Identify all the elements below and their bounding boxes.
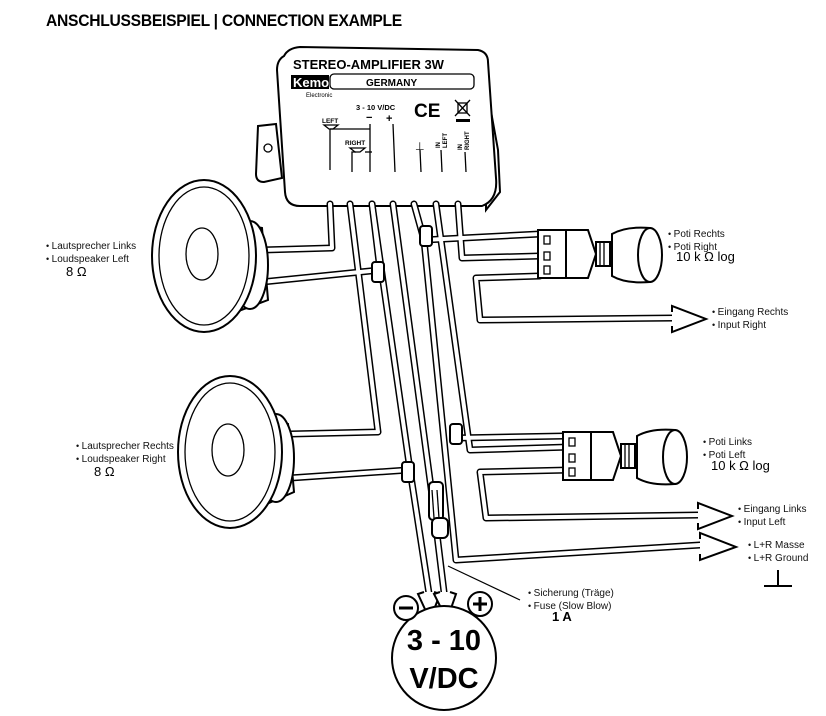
ground-label-de: L+R Masse — [748, 539, 808, 552]
poti-right-label-en: Poti Right — [668, 241, 725, 254]
input-right-label-de: Eingang Rechts — [712, 306, 789, 319]
t-junction — [419, 225, 433, 247]
poti-left-label: Poti Links Poti Left — [703, 436, 752, 462]
poti-right-value: 10 k Ω log — [676, 249, 735, 264]
wire-in-right-core — [456, 202, 542, 260]
potentiometer-left — [562, 428, 688, 486]
wire-input-right-core — [474, 274, 678, 322]
mounting-hole — [263, 143, 273, 153]
poti-left-label-en: Poti Left — [703, 449, 752, 462]
power-voltage: 3 - 10 — [407, 625, 481, 657]
t-junction — [449, 423, 463, 445]
supply-label: 3 - 10 V/DC — [356, 103, 396, 112]
ground-symbol-icon — [764, 570, 792, 587]
mounting-tab — [254, 122, 284, 184]
in-right-pin-label: IN — [458, 144, 464, 150]
speaker-left — [151, 179, 270, 333]
speaker-right — [177, 375, 296, 529]
ground-pin-symbol: ⊥ — [415, 141, 425, 153]
speaker-right-label: Lautsprecher Rechts Loudspeaker Right — [76, 440, 174, 466]
fuse-rating: 1 A — [552, 609, 572, 624]
ce-mark: CE — [414, 101, 440, 122]
speaker-left-label: Lautsprecher Links Loudspeaker Left — [46, 240, 137, 266]
fuse-label-en: Fuse (Slow Blow) — [528, 600, 614, 613]
wire-input-left-core — [478, 468, 702, 520]
plus-mark: + — [386, 113, 392, 125]
in-left-pin-label: IN — [436, 142, 442, 148]
weee-bin-icon — [454, 99, 471, 122]
wire-ground-core — [412, 202, 702, 562]
arrow-ground — [699, 531, 739, 562]
arrow-input-left — [697, 501, 735, 531]
wire-ground-poti-right-core — [422, 232, 542, 242]
ground-label: L+R Masse L+R Ground — [748, 539, 809, 565]
brand-badge — [291, 75, 329, 89]
ground-label-en: L+R Ground — [748, 552, 809, 565]
input-left-label-en: Input Left — [738, 516, 806, 529]
module-name: STEREO-AMPLIFIER 3W — [293, 57, 445, 72]
arrow-input-right — [671, 304, 709, 334]
in-right-pin-label-2: RIGHT — [465, 131, 471, 150]
wire-speaker-left-plus-core — [260, 202, 334, 252]
input-right-label-en: Input Right — [712, 319, 788, 332]
left-pin-label: LEFT — [322, 118, 338, 125]
power-supply-badge: 3 - 10 V/DC — [391, 591, 497, 711]
input-left-label: Eingang Links Input Left — [738, 503, 807, 529]
speaker-right-label-de: Lautsprecher Rechts — [76, 440, 174, 453]
power-unit: V/DC — [409, 663, 478, 695]
poti-left-label-de: Poti Links — [703, 436, 752, 449]
speaker-right-label-en: Loudspeaker Right — [76, 453, 174, 466]
country-label: GERMANY — [366, 78, 417, 89]
right-pin-label: RIGHT — [345, 140, 365, 147]
speaker-left-impedance: 8 Ω — [66, 264, 87, 279]
page-title: ANSCHLUSSBEISPIEL | CONNECTION EXAMPLE — [46, 11, 402, 30]
poti-right-label: Poti Rechts Poti Right — [668, 228, 725, 254]
t-junction — [371, 261, 385, 283]
poti-right-label-de: Poti Rechts — [668, 228, 725, 241]
speaker-left-label-de: Lautsprecher Links — [46, 240, 137, 253]
input-right-label: Eingang Rechts Input Right — [712, 306, 789, 332]
wire-in-right — [454, 200, 544, 262]
wiring — [258, 200, 739, 623]
wire-minus-left-core — [260, 202, 382, 284]
minus-mark: − — [366, 112, 372, 124]
speaker-symbol-icon — [348, 147, 367, 153]
speaker-right-impedance: 8 Ω — [94, 464, 115, 479]
wire-in-left-core — [434, 202, 572, 452]
in-left-pin-label-2: LEFT — [443, 133, 449, 148]
brand-sub: Electronic — [306, 93, 332, 99]
brand-name: Kemo — [293, 75, 329, 90]
poti-left-value: 10 k Ω log — [711, 458, 770, 473]
amplifier-module: STEREO-AMPLIFIER 3W Kemo GERMANY Electro… — [254, 45, 502, 213]
fuse-label: Sicherung (Träge) Fuse (Slow Blow) — [528, 587, 614, 613]
wire-minus-right-core — [288, 468, 410, 480]
wire-speaker-left-plus — [258, 200, 336, 254]
fuse — [428, 481, 521, 601]
t-junction — [401, 461, 415, 483]
wire-speaker-right-plus-core — [288, 202, 380, 436]
speaker-left-label-en: Loudspeaker Left — [46, 253, 136, 266]
potentiometer-right — [537, 226, 663, 284]
wire-ground-poti-left-core — [454, 434, 567, 440]
input-left-label-de: Eingang Links — [738, 503, 807, 516]
fuse-label-de: Sicherung (Träge) — [528, 587, 614, 600]
